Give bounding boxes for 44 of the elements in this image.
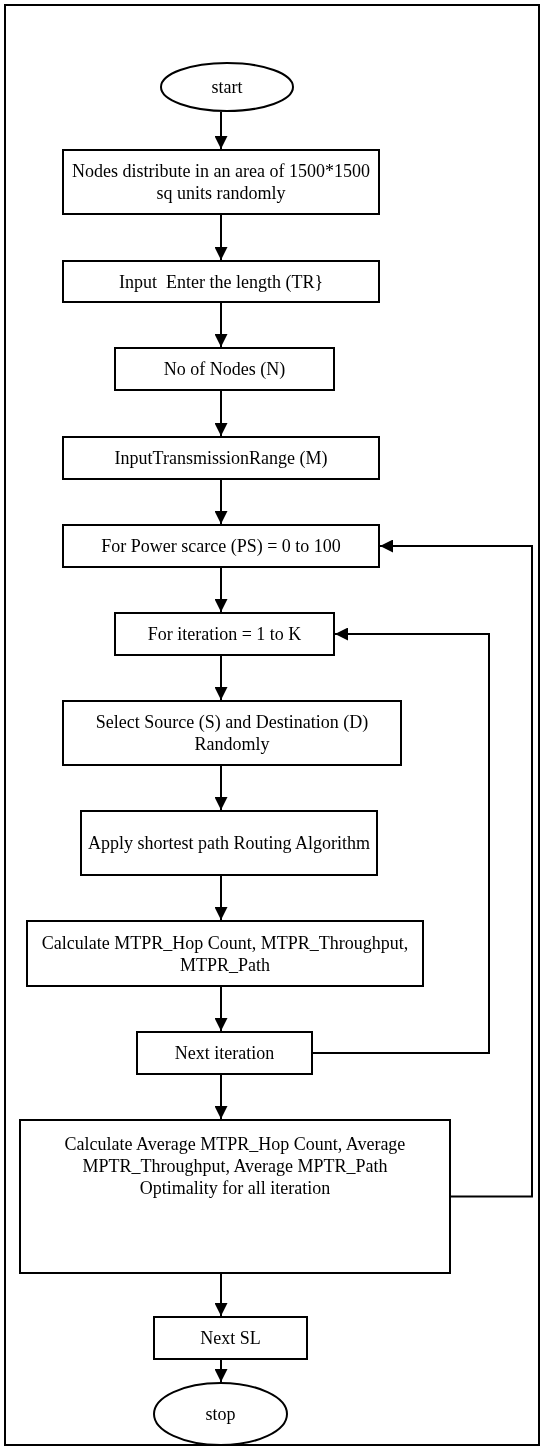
arrow bbox=[214, 567, 228, 613]
node-text: InputTransmissionRange (M) bbox=[114, 447, 328, 469]
node-text: Nodes distribute in an area of 1500*1500 sq units randomly bbox=[71, 160, 371, 204]
node-text: Next SL bbox=[200, 1327, 261, 1349]
arrow bbox=[214, 765, 228, 811]
node-text: Select Source (S) and Destination (D) Randomly bbox=[94, 711, 370, 755]
arrow bbox=[214, 214, 228, 261]
arrow bbox=[214, 390, 228, 437]
node-text: Next iteration bbox=[174, 1042, 275, 1064]
process-box bbox=[136, 1031, 313, 1075]
arrow bbox=[312, 627, 490, 1054]
process-box bbox=[62, 149, 380, 215]
arrow bbox=[214, 875, 228, 921]
node-text: For Power scarce (PS) = 0 to 100 bbox=[101, 535, 341, 557]
process-box bbox=[114, 612, 335, 656]
node-text: start bbox=[211, 76, 243, 98]
arrow bbox=[214, 111, 228, 150]
node-text: stop bbox=[205, 1403, 236, 1425]
arrow bbox=[214, 1074, 228, 1120]
terminal-ellipse bbox=[160, 62, 294, 112]
process-box bbox=[62, 436, 380, 480]
node-text: Optimality for all iteration bbox=[139, 1177, 331, 1199]
process-box bbox=[19, 1119, 451, 1274]
node-text: Apply shortest path Routing Algorithm bbox=[88, 832, 370, 854]
arrow bbox=[214, 479, 228, 525]
node-text: For iteration = 1 to K bbox=[147, 623, 302, 645]
process-box bbox=[62, 260, 380, 303]
process-box bbox=[114, 347, 335, 391]
node-text: Input Enter the length (TR} bbox=[118, 270, 324, 293]
arrow bbox=[214, 986, 228, 1032]
process-box bbox=[26, 920, 424, 987]
terminal-ellipse bbox=[153, 1382, 288, 1446]
node-text: No of Nodes (N) bbox=[163, 358, 286, 380]
node-text: Calculate MTPR_Hop Count, MTPR_Throughput, MTPR_Path bbox=[40, 931, 410, 976]
node-text: Calculate Average MTPR_Hop Count, Average MPTR_Throughput, Average MPTR_Path bbox=[63, 1133, 407, 1177]
process-box bbox=[153, 1316, 308, 1360]
process-box bbox=[62, 524, 380, 568]
arrow bbox=[214, 302, 228, 348]
arrow bbox=[379, 539, 533, 1198]
arrow bbox=[214, 655, 228, 701]
arrow bbox=[214, 1359, 228, 1383]
arrow bbox=[214, 1273, 228, 1317]
process-box bbox=[80, 810, 378, 876]
process-box bbox=[62, 700, 402, 766]
